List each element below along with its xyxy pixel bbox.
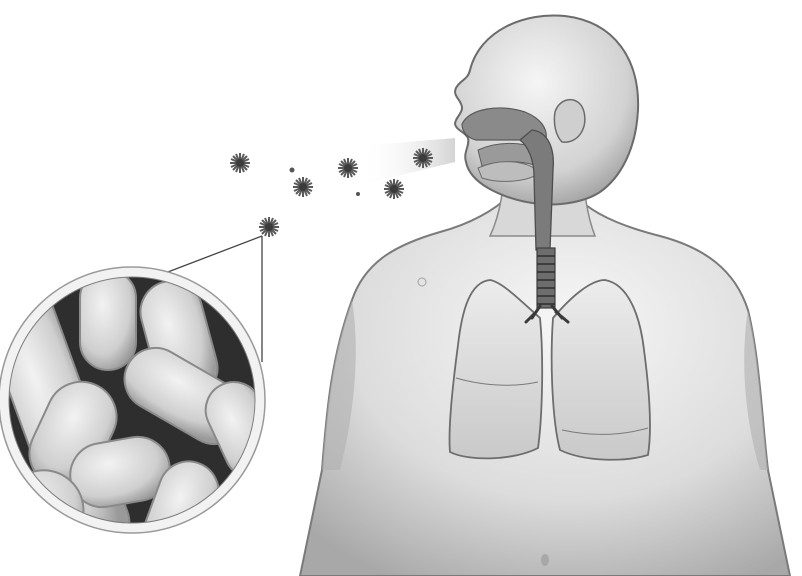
exhaled-spray bbox=[360, 138, 455, 185]
magnifier-lens-icon bbox=[0, 262, 290, 576]
navel bbox=[541, 554, 549, 566]
particle-icon-3 bbox=[338, 158, 358, 178]
trachea bbox=[537, 248, 555, 308]
particle-dot-1 bbox=[290, 168, 295, 173]
particle-icon-6 bbox=[259, 217, 279, 237]
particle-icon-4 bbox=[384, 179, 404, 199]
particle-dot-2 bbox=[356, 192, 360, 196]
callout-line-top bbox=[160, 236, 262, 275]
particle-icon-5 bbox=[413, 148, 433, 168]
particle-icon-2 bbox=[293, 177, 313, 197]
particle-icon-1 bbox=[230, 153, 250, 173]
